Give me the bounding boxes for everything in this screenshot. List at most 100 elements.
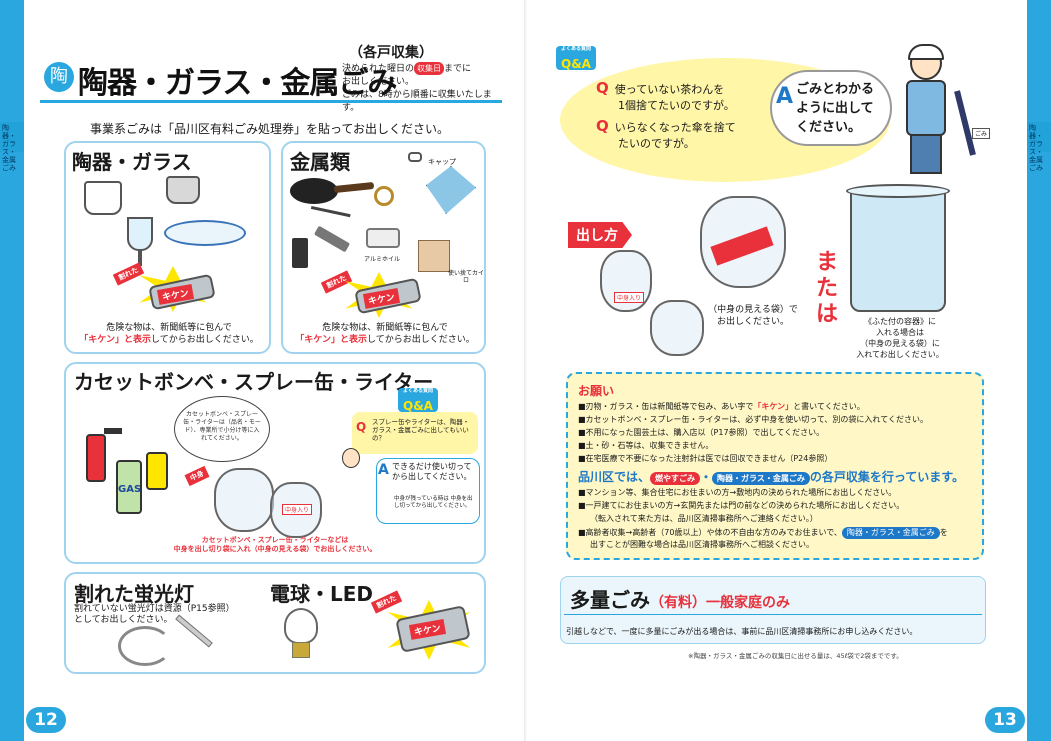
watch-icon — [374, 186, 394, 206]
q-mark: Q — [596, 117, 609, 135]
worker-face-icon — [342, 448, 360, 468]
bin-caption-line: 入れる場合は — [876, 328, 924, 337]
right-edge-bar — [1027, 0, 1051, 741]
bulb-title: 電球・LED — [270, 582, 374, 606]
caption-red: 「キケン」と表示 — [79, 335, 151, 345]
notice-line: 出すことが困難な場合は品川区清掃事務所へご相談ください。 — [590, 540, 814, 549]
sanitation-worker-illustration — [896, 44, 956, 176]
cassette-speech-bubble: カセットボンベ・スプレー缶・ライターは（品名・モード）、専業所で小分け等に入れて… — [174, 396, 270, 462]
broken-bowl-icon — [166, 176, 200, 204]
bin-caption: 《ふた付の容器》に 入れる場合は （中身の見える袋）に 入れてお出しください。 — [842, 316, 958, 360]
bulk-divider — [564, 614, 982, 615]
notice-heading-text: ・ — [700, 470, 713, 484]
lighter-icon — [146, 452, 168, 490]
how-to-dispose-label: 出し方 — [568, 222, 632, 248]
collection-note-text: ごみは、8時から順番に収集いたします。 — [342, 90, 492, 113]
helmet-icon — [908, 44, 944, 60]
notice-heading-text: の各戸収集を行っています。 — [809, 470, 965, 484]
notice-line: ■刃物・ガラス・缶は新聞紙等で包み、あい字で「キケン」と書いてください。 — [578, 402, 865, 412]
ceramics-caption: 危険な物は、新聞紙等に包んで 「キケン」と表示してからお出しください。 — [74, 322, 264, 346]
notice-heading: 品川区では、燃やすごみ・陶器・ガラス・金属ごみの各戸収集を行っています。 — [578, 468, 964, 485]
ceramics-glass-title: 陶器・ガラス — [72, 150, 192, 174]
question-text: 1個捨てたいのですが。 — [618, 99, 735, 112]
caption-line: 危険な物は、新聞紙等に包んで — [322, 323, 448, 333]
qa-badge-text: Q&A — [561, 57, 591, 71]
knife-icon — [292, 238, 308, 268]
clear-bag-icon — [650, 300, 704, 356]
title-underline — [40, 100, 502, 103]
bulk-paid-label: （有料） — [650, 595, 706, 611]
notice-line: ■マンション等、集合住宅にお住まいの方→敷地内の決められた場所にお出しください。 — [578, 488, 897, 497]
fluorescent-note: 割れていない蛍光灯は資源（P15参照） としてお出しください。 — [74, 604, 235, 626]
notice-line: （転入されて来た方は、品川区清掃事務所へご連絡ください。） — [590, 514, 818, 523]
collection-day-badge: 収集日 — [414, 62, 445, 75]
plate-icon — [164, 220, 246, 246]
bag-caption-line: お出しください。 — [716, 317, 789, 327]
right-side-tab: 陶器・ガラス・金属ごみ — [1027, 122, 1051, 172]
wine-glass-icon — [127, 217, 153, 251]
page-number-right: 13 — [985, 707, 1025, 733]
burnable-pill: 燃やすごみ — [650, 472, 701, 485]
cap-label: キャップ — [428, 158, 456, 166]
spray-can-icon — [86, 434, 106, 482]
bulk-home-label: 一般家庭のみ — [706, 595, 790, 611]
foil-tray-icon — [366, 228, 400, 248]
bulk-waste-text: 引越しなどで、一度に多量にごみが出る場合は、事前に品川区清掃事務所にお申し込みく… — [566, 627, 918, 636]
mug-icon — [84, 181, 122, 215]
bag-caption-line: （中身の見える袋）で — [708, 305, 798, 315]
spray-nozzle-icon — [104, 428, 122, 434]
notice-red: 「キケン」 — [753, 402, 794, 411]
light-bulb-icon — [284, 608, 318, 644]
page-number-left: 12 — [26, 707, 66, 733]
collection-note-text: 決められた曜日の — [342, 64, 415, 74]
qa-answer-note: 中身が残っている時は 中身を出し切ってから出してください。 — [394, 496, 473, 509]
metal-caption: 危険な物は、新聞紙等に包んで 「キケン」と表示してからお出しください。 — [290, 322, 480, 346]
notice-text: ■高齢者収集→高齢者（70歳以上）や体の不自由な方のみでお住まいで、 — [578, 528, 842, 537]
page-title: 陶器・ガラス・金属ごみ — [78, 66, 397, 101]
wine-glass-stem — [138, 250, 142, 266]
gas-label: GAS — [118, 484, 142, 495]
answer-line: ください。 — [796, 120, 862, 135]
worker-body — [906, 80, 946, 136]
notice-line: ■在宅医療で不要になった注射針は医では回収できません（P24参照） — [578, 454, 833, 463]
fluorescent-note-line: 割れていない蛍光灯は資源（P15参照） — [74, 604, 235, 614]
bulk-waste-box — [560, 576, 986, 644]
notice-line: ■高齢者収集→高齢者（70歳以上）や体の不自由な方のみでお住まいで、陶器・ガラス… — [578, 527, 948, 539]
ceramics-category-icon: 陶 — [44, 62, 74, 92]
bulk-title-text: 多量ごみ — [570, 588, 650, 612]
q-mark: Q — [356, 420, 367, 434]
notice-line: ■一戸建てにお住まいの方→玄関先または門の前などの決められた場所にお出しください… — [578, 501, 905, 510]
bin-caption-line: 《ふた付の容器》に — [864, 317, 936, 326]
bulb-base-icon — [292, 642, 310, 658]
caption-red: カセットボンベ・スプレー缶・ライターなどは — [201, 536, 349, 544]
collection-note-text: お出しください。 — [342, 77, 415, 87]
bin-rim — [846, 184, 950, 198]
question-text: 使っていない茶わんを — [614, 83, 725, 96]
metal-title: 金属類 — [290, 150, 350, 174]
foil-label: アルミホイル — [364, 256, 400, 263]
caption-red: 中身を出し切り袋に入れ（中身の見える袋）でお出しください。 — [173, 545, 377, 553]
gas-canister-icon — [116, 460, 142, 514]
lidded-bin-icon — [850, 188, 946, 312]
qa-question: スプレー缶やライターは、陶器・ガラス・金属ごみに出してもいいの？ — [372, 418, 470, 442]
bag-tag: 中身入り — [282, 504, 313, 515]
collection-note: 決められた曜日の収集日までに お出しください。 ごみは、8時から順番に収集いたし… — [342, 62, 502, 115]
fluorescent-title: 割れた蛍光灯 — [74, 582, 194, 606]
caption-line: してからお出しください。 — [151, 335, 259, 345]
qa-badge-small: よくある質問 — [560, 46, 591, 52]
a-mark: A — [776, 84, 794, 109]
qa-badge-small: よくある質問 — [402, 388, 433, 394]
caption-red: 「キケン」と表示 — [295, 335, 367, 345]
answer-text: ごみとわかる ように出して ください。 — [796, 80, 874, 137]
qa-question-box — [352, 412, 478, 454]
notice-line: ■不用になった園芸土は、購入店以（P17参照）で出してください。 — [578, 428, 825, 437]
or-label: または — [816, 250, 839, 327]
cassette-title: カセットボンベ・スプレー缶・ライター — [74, 370, 434, 394]
worker-legs — [910, 134, 942, 174]
collection-type: （各戸収集） — [349, 45, 433, 61]
a-mark: A — [378, 462, 389, 478]
clear-bag-icon — [214, 468, 274, 532]
